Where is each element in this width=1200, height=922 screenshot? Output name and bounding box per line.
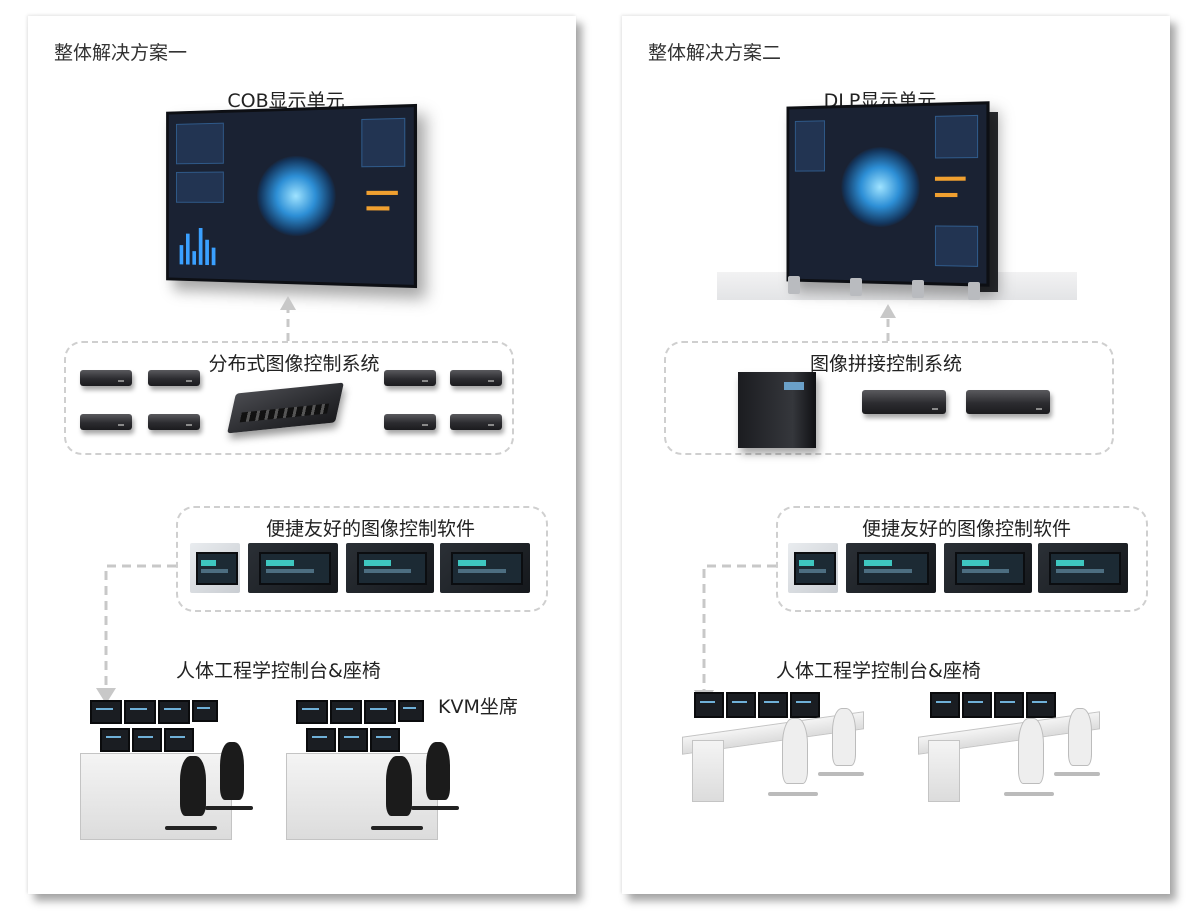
decoder-box	[80, 370, 132, 386]
video-processor-chassis	[738, 372, 816, 448]
software-thumbnail	[788, 543, 838, 593]
encoder-box	[384, 414, 436, 430]
console-label: 人体工程学控制台&座椅	[776, 656, 981, 683]
controller-box	[966, 390, 1050, 414]
control-console	[682, 688, 882, 828]
software-label: 便捷友好的图像控制软件	[858, 514, 1075, 541]
software-thumbnail	[1038, 543, 1128, 593]
encoder-box	[450, 414, 502, 430]
decoder-box	[148, 414, 200, 430]
decoder-box	[80, 414, 132, 430]
encoder-box	[384, 370, 436, 386]
decoder-box	[148, 370, 200, 386]
solution-panel-one: 整体解决方案一 COB显示单元 分布式图像控制系统 便捷友好的图像控制软件 人体…	[28, 16, 576, 894]
control-console	[80, 698, 280, 858]
distributed-control-label: 分布式图像控制系统	[204, 349, 383, 376]
solution-panel-two: 整体解决方案二 DLP显示单元 图像拼接控制系统 便捷友好的图像控制软件 人体工…	[622, 16, 1170, 894]
software-label: 便捷友好的图像控制软件	[262, 514, 479, 541]
control-console	[286, 698, 486, 858]
software-thumbnail	[440, 543, 530, 593]
software-thumbnail	[248, 543, 338, 593]
encoder-box	[450, 370, 502, 386]
splicing-control-label: 图像拼接控制系统	[806, 349, 966, 376]
software-thumbnail	[944, 543, 1032, 593]
software-thumbnail	[346, 543, 434, 593]
software-thumbnail	[190, 543, 240, 593]
control-console	[918, 688, 1118, 828]
controller-box	[862, 390, 946, 414]
software-thumbnail	[846, 543, 936, 593]
console-label: 人体工程学控制台&座椅	[176, 656, 381, 683]
